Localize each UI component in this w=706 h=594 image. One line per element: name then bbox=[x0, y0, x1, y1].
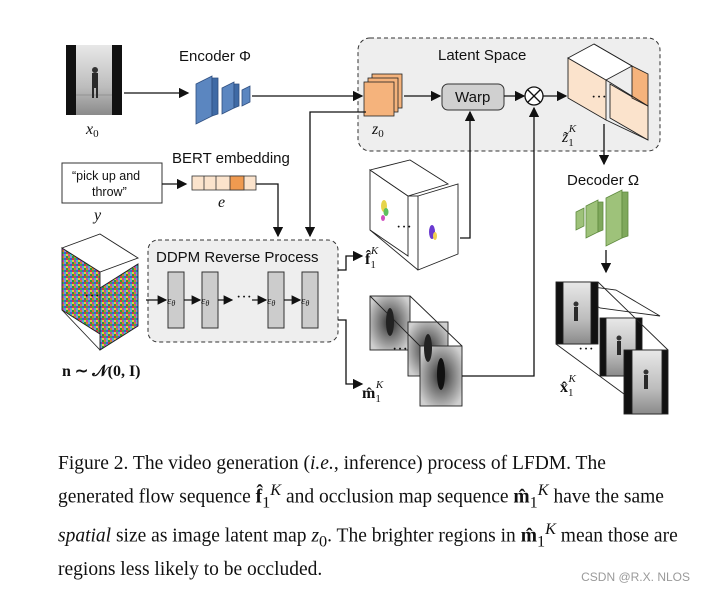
noise-ellipsis: ··· bbox=[84, 288, 100, 305]
zhat-ellipsis: ··· bbox=[591, 89, 607, 106]
caption-spatial: spatial bbox=[58, 525, 112, 547]
svg-text:εθ: εθ bbox=[301, 295, 309, 308]
x0-label: x0 bbox=[85, 121, 99, 140]
warped-latent-sequence bbox=[567, 43, 649, 141]
caption-line2-a: The generated flow sequence bbox=[58, 453, 606, 508]
caption-line3-c: . The brighter bbox=[327, 525, 434, 547]
caption-flow-symbol: f̂ bbox=[255, 486, 263, 508]
output-ellipsis: ··· bbox=[578, 341, 594, 358]
input-frame bbox=[66, 45, 122, 115]
svg-text:εθ: εθ bbox=[267, 295, 275, 308]
caption-occ-symbol-2: m̂ bbox=[520, 525, 537, 547]
caption-z0: z bbox=[311, 525, 320, 547]
z0-label: z0 bbox=[371, 121, 384, 140]
bert-label: BERT embedding bbox=[172, 150, 290, 167]
caption-line3-b: size as image latent map bbox=[111, 525, 312, 547]
ddpm-ellipsis: ··· bbox=[236, 289, 252, 306]
e-label: e bbox=[218, 194, 225, 211]
denoiser-block-3: εθ bbox=[267, 271, 285, 329]
occ-ellipsis: ··· bbox=[392, 341, 408, 358]
flow-label: f̂1K bbox=[365, 245, 379, 271]
caption-occ-sup-2: K bbox=[545, 520, 556, 539]
denoiser-block-1: εθ bbox=[167, 271, 185, 329]
noise-frames bbox=[60, 233, 140, 351]
latent-space-label: Latent Space bbox=[438, 47, 526, 64]
caption-ie: i.e. bbox=[310, 453, 334, 474]
caption-occ-sup: K bbox=[537, 481, 549, 499]
occlusion-sequence bbox=[369, 295, 463, 407]
multiply-operator bbox=[524, 86, 544, 106]
caption-flow-sup: K bbox=[270, 481, 282, 499]
decoder-label: Decoder Ω bbox=[567, 172, 639, 189]
output-label: x̂1K bbox=[560, 373, 577, 399]
flow-ellipsis: ··· bbox=[396, 219, 412, 236]
denoiser-block-2: εθ bbox=[201, 271, 219, 329]
prompt-box bbox=[61, 162, 163, 204]
prompt-line1: “pick up and bbox=[72, 169, 140, 183]
flow-sequence bbox=[368, 159, 459, 271]
y-label: y bbox=[92, 207, 102, 224]
svg-text:εθ: εθ bbox=[201, 295, 209, 308]
svg-text:εθ: εθ bbox=[167, 295, 175, 308]
warp-block bbox=[441, 83, 505, 111]
caption-line4-b: mean those are regions less likely to be… bbox=[58, 525, 678, 580]
warp-label: Warp bbox=[455, 89, 490, 106]
caption-line3-a: have the same bbox=[553, 486, 664, 508]
caption-line1-rest: , inference) process of LFDM. bbox=[333, 453, 571, 474]
caption-prefix: Figure 2. The video generation ( bbox=[58, 453, 310, 474]
caption-z0-sub: 0 bbox=[319, 532, 328, 551]
caption-occ-sub-2: 1 bbox=[536, 532, 546, 551]
occ-label: m̂1K bbox=[362, 379, 384, 405]
decoder-block bbox=[575, 189, 629, 247]
prompt-line2: throw” bbox=[92, 185, 127, 199]
noise-label: n ∼ 𝒩(0, I) bbox=[62, 363, 141, 380]
figure-caption: Figure 2. The video generation (i.e., in… bbox=[58, 450, 678, 583]
latent-z0 bbox=[363, 73, 403, 117]
ddpm-label: DDPM Reverse Process bbox=[156, 249, 319, 266]
caption-occ-sub: 1 bbox=[529, 493, 538, 512]
caption-occ-symbol: m̂ bbox=[513, 486, 530, 508]
caption-line4-a: regions in bbox=[438, 525, 521, 547]
caption-line2-b: and occlusion map sequence bbox=[281, 486, 514, 508]
denoiser-block-4: εθ bbox=[301, 271, 319, 329]
encoder-block bbox=[195, 75, 251, 125]
encoder-label: Encoder Φ bbox=[179, 48, 251, 65]
generated-video-frames bbox=[555, 281, 669, 415]
caption-flow-sub: 1 bbox=[262, 493, 271, 512]
watermark: CSDN @R.X. NLOS bbox=[581, 570, 690, 584]
bert-embedding-vector bbox=[191, 175, 257, 191]
ddpm-box bbox=[147, 239, 339, 343]
zhat-label: z̃1K bbox=[561, 123, 577, 149]
